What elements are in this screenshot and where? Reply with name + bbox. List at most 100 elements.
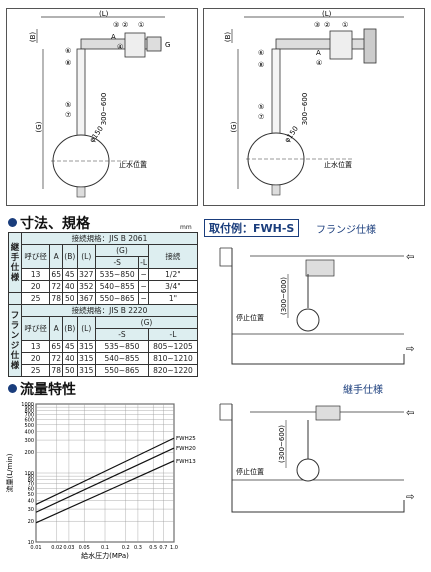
stop-level-label-2: 止水位置 — [324, 160, 352, 169]
flanged-valve-drawing: (L) (B) (G) 300~600 φ150 止水位置 ③ ② ① A ④ … — [224, 10, 404, 196]
flange-install-diagram: (300~600) 停止位置 ⇦ ⇨ — [219, 247, 414, 365]
bullet-icon — [8, 384, 17, 393]
x-tick-label: 0.3 — [134, 545, 142, 551]
y-tick-label: 80 — [28, 478, 34, 484]
callout-4b: ④ — [316, 59, 322, 67]
y-tick-label: 1000 — [21, 402, 34, 408]
outflow-arrow-icon-2: ⇨ — [406, 492, 414, 503]
y-tick-label: 70 — [28, 482, 34, 488]
bullet-icon — [8, 218, 17, 227]
col-nominal: 呼び径 — [20, 244, 51, 269]
y-tick-label: 30 — [28, 507, 34, 513]
y-tick-label: 200 — [24, 450, 34, 456]
flow-heading: 流量特性 — [8, 379, 76, 399]
callout-1: ① — [138, 21, 144, 29]
y-tick-label: 600 — [24, 417, 34, 423]
thread-title: 継手仕様 — [343, 385, 383, 396]
dim-b-label: (B) — [29, 32, 37, 43]
dim-range-text-2: (300~600) — [278, 425, 286, 463]
threaded-side-label: 継手仕様 — [8, 232, 22, 293]
y-tick-label: 90 — [28, 474, 34, 480]
y-tick-label: 40 — [28, 498, 34, 504]
y-tick-label: 400 — [24, 429, 34, 435]
dim-range-label-2: 300~600 — [301, 93, 309, 126]
col-g-s: -S — [95, 256, 140, 269]
y-tick-label: 300 — [24, 438, 34, 444]
x-tick-label: 0.5 — [149, 545, 157, 551]
x-tick-label: 0.2 — [122, 545, 130, 551]
x-tick-label: 0.7 — [159, 545, 167, 551]
callout-6b: ⑥ — [258, 49, 264, 57]
callout-8b: ⑧ — [258, 61, 264, 69]
inflow-arrow-icon: ⇦ — [406, 252, 414, 263]
callout-5: ⑤ — [65, 101, 71, 109]
series-line — [35, 460, 175, 524]
threaded-valve-drawing: (L) (B) (G) 300~600 φ150 止水位置 ③ ② ① A G … — [29, 10, 170, 198]
series-line — [35, 437, 175, 506]
y-tick-label: 800 — [24, 409, 34, 415]
flanged-standard: 接続規格：JIS B 2220 — [21, 304, 198, 317]
x-tick-label: 0.1 — [101, 545, 109, 551]
dim-g-label-2: (G) — [230, 121, 238, 132]
y-tick-label: 500 — [24, 423, 34, 429]
dim-range-text: (300~600) — [280, 277, 288, 315]
callout-3: ③ — [113, 21, 119, 29]
stop-position-text-2: 停止位置 — [236, 467, 264, 476]
x-tick-label: 1.0 — [170, 545, 178, 551]
dim-l-label-2: (L) — [322, 10, 332, 18]
y-tick-label: 50 — [28, 492, 34, 498]
series-label: FWH13 — [176, 459, 196, 465]
inflow-arrow-icon-2: ⇦ — [406, 408, 414, 419]
col-g: (G) — [95, 244, 149, 257]
series-label: FWH20 — [176, 446, 196, 452]
callout-G: G — [165, 41, 170, 49]
col-g-l: -L — [138, 256, 149, 269]
callout-1b: ① — [342, 21, 348, 29]
callout-7b: ⑦ — [258, 113, 264, 121]
x-tick-label: 0.03 — [63, 545, 74, 551]
flanged-drawing-panel: (L) (B) (G) 300~600 φ150 止水位置 ③ ② ① A ④ … — [203, 8, 425, 206]
example-label: 取付例：FWH-S — [204, 219, 300, 237]
series-line — [35, 447, 175, 513]
float-diameter-label: φ150 — [88, 125, 105, 144]
flanged-side-label: フランジ仕様 — [8, 304, 22, 377]
dim-b-label-2: (B) — [224, 32, 232, 43]
y-tick-label: 700 — [24, 413, 34, 419]
callout-8: ⑧ — [65, 59, 71, 67]
col-b: (B) — [62, 244, 78, 269]
callout-2b: ② — [324, 21, 330, 29]
y-tick-label: 60 — [28, 486, 34, 492]
callout-A: A — [111, 33, 116, 41]
y-tick-label: 20 — [28, 519, 34, 525]
threaded-standard: 接続規格：JIS B 2061 — [21, 232, 198, 245]
col-a: A — [49, 244, 64, 269]
outflow-arrow-icon: ⇨ — [406, 344, 414, 355]
y-axis-label: 流量(L/min) — [5, 453, 14, 492]
callout-7: ⑦ — [65, 111, 71, 119]
stop-level-label: 止水位置 — [119, 160, 147, 169]
callout-6: ⑥ — [65, 47, 71, 55]
stop-position-text: 停止位置 — [236, 313, 264, 322]
series-label: FWH25 — [176, 436, 196, 442]
col-connection: 接続 — [147, 244, 199, 269]
thread-install-diagram: (300~600) 停止位置 ⇦ ⇨ — [219, 403, 414, 513]
x-tick-label: 0.05 — [79, 545, 90, 551]
callout-Ab: A — [316, 49, 321, 57]
col-l: (L) — [76, 244, 97, 269]
callout-5b: ⑤ — [258, 103, 264, 111]
y-tick-label: 100 — [24, 471, 34, 477]
dim-g-label: (G) — [35, 121, 43, 132]
callout-2: ② — [122, 21, 128, 29]
unit-label: mm — [180, 224, 192, 231]
float-diameter-label-2: φ150 — [283, 125, 300, 144]
y-tick-label: 10 — [28, 540, 34, 546]
spec-heading: 寸法、規格 — [8, 213, 90, 233]
spec-table: 継手仕様 接続規格：JIS B 2061 呼び径 A (B) (L) (G) 接… — [8, 232, 199, 377]
